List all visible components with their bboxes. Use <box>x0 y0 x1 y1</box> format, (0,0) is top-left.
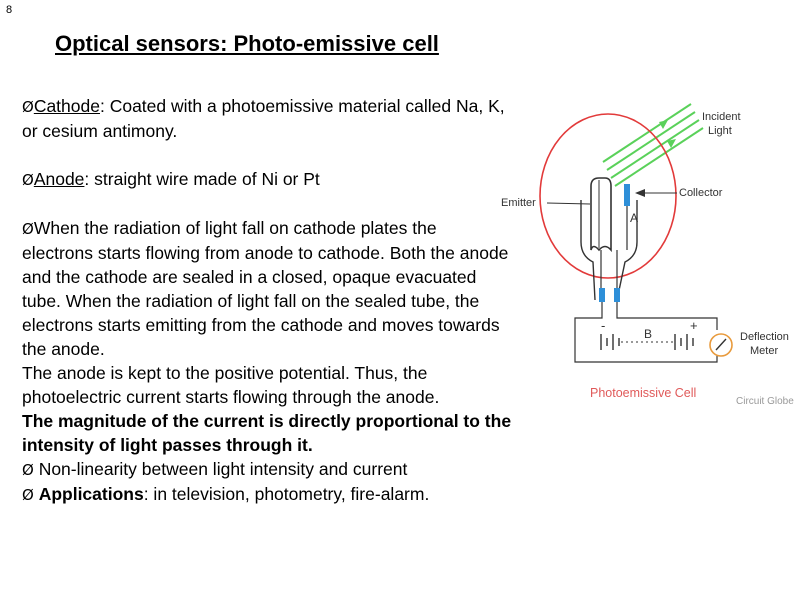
arrow-bullet-icon: Ø <box>22 171 34 189</box>
minus-sign: - <box>601 318 605 333</box>
slide-title: Optical sensors: Photo-emissive cell <box>55 31 439 56</box>
anode-text: : straight wire made of Ni or Pt <box>84 169 320 189</box>
magnitude-paragraph: The magnitude of the current is directly… <box>22 411 512 455</box>
applications-bullet: Ø Applications: in television, photometr… <box>22 482 512 507</box>
meter-label-2: Meter <box>750 345 778 357</box>
anode-bullet: ØAnode: straight wire made of Ni or Pt <box>22 167 512 192</box>
meter-label-1: Deflection <box>740 331 789 343</box>
incident-light-label-1: Incident <box>702 111 741 123</box>
arrow-bullet-icon: Ø <box>22 98 34 116</box>
light-ray-arrowheads <box>659 120 676 148</box>
diagram-caption: Photoemissive Cell <box>590 386 696 400</box>
watermark: Circuit Globe <box>736 396 794 407</box>
nonlinearity-text: Non-linearity between light intensity an… <box>38 459 408 479</box>
slide-body: ØCathode: Coated with a photoemissive ma… <box>22 94 512 507</box>
lead-terminal-right <box>614 288 620 302</box>
incident-light-label-2: Light <box>708 125 732 137</box>
collector-anode <box>624 184 630 206</box>
slide-number: 8 <box>6 4 13 16</box>
battery-label: B <box>644 327 652 341</box>
lead-terminal-left <box>599 288 605 302</box>
cathode-bullet: ØCathode: Coated with a photoemissive ma… <box>22 94 512 143</box>
battery <box>600 334 694 350</box>
arrow-bullet-icon: Ø <box>22 461 34 479</box>
radiation-bullet: ØWhen the radiation of light fall on cat… <box>22 216 512 361</box>
nonlinearity-bullet: Ø Non-linearity between light intensity … <box>22 457 512 482</box>
emitter-cathode <box>590 177 612 253</box>
cathode-term: Cathode <box>33 96 100 116</box>
collector-label: Collector <box>679 187 723 199</box>
applications-term: Applications <box>38 484 144 504</box>
applications-text: : in television, photometry, fire-alarm. <box>143 484 430 504</box>
anode-letter: A <box>630 211 638 225</box>
plus-sign: + <box>690 318 698 333</box>
arrow-bullet-icon: Ø <box>22 220 34 238</box>
potential-paragraph: The anode is kept to the positive potent… <box>22 363 440 407</box>
circuit-wires <box>574 302 718 363</box>
glass-envelope <box>539 113 677 279</box>
tube-stem <box>580 200 638 301</box>
cathode-text: : Coated with a photoemissive material c… <box>22 96 505 141</box>
radiation-text: When the radiation of light fall on cath… <box>22 218 509 359</box>
emitter-label: Emitter <box>501 197 536 209</box>
anode-term: Anode <box>33 169 85 189</box>
incident-light-rays <box>602 103 704 187</box>
arrow-bullet-icon: Ø <box>22 486 34 504</box>
photoemissive-cell-diagram: Incident Light Emitter Collector A - B +… <box>501 103 794 407</box>
